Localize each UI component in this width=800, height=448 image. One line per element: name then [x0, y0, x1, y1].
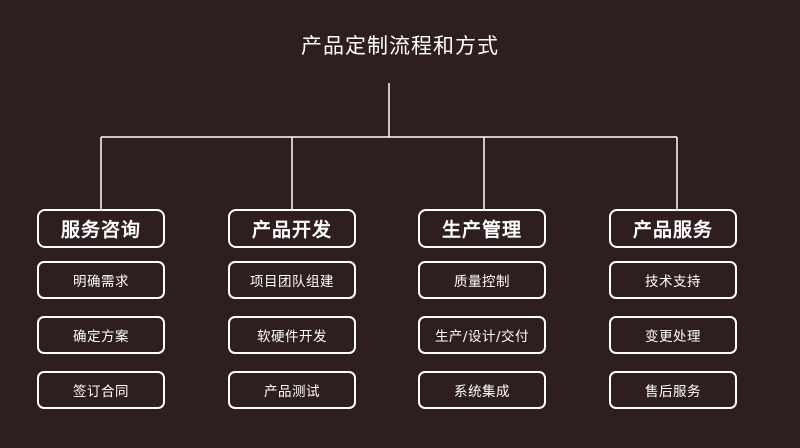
step-box: 生产/设计/交付 — [418, 316, 546, 354]
heading-box: 产品服务 — [609, 209, 737, 248]
step-box: 系统集成 — [418, 371, 546, 409]
step-box: 售后服务 — [609, 371, 737, 409]
heading-box: 服务咨询 — [37, 209, 165, 248]
step-box: 产品测试 — [228, 371, 356, 409]
heading-box: 生产管理 — [418, 209, 546, 248]
step-box: 确定方案 — [37, 316, 165, 354]
diagram-title: 产品定制流程和方式 — [301, 34, 499, 58]
step-box: 项目团队组建 — [228, 261, 356, 299]
step-box: 质量控制 — [418, 261, 546, 299]
step-box: 技术支持 — [609, 261, 737, 299]
step-box: 软硬件开发 — [228, 316, 356, 354]
step-box: 签订合同 — [37, 371, 165, 409]
heading-box: 产品开发 — [228, 209, 356, 248]
step-box: 明确需求 — [37, 261, 165, 299]
step-box: 变更处理 — [609, 316, 737, 354]
